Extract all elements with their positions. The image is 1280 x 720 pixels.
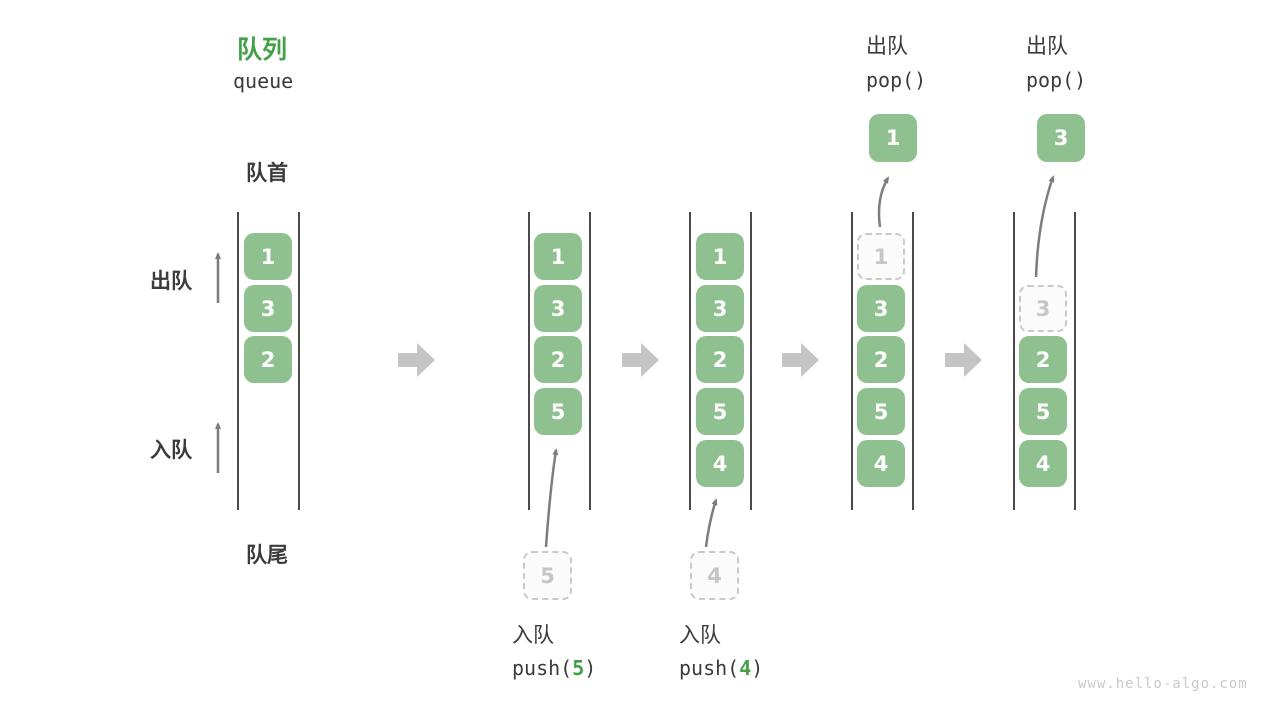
queue-element: 4 [696,440,744,487]
queue-element: 1 [244,233,292,280]
queue-element: 5 [857,388,905,435]
queue-wall-line [298,212,300,510]
push-arrow-icon [704,498,718,548]
queue-wall-line [237,212,239,510]
transition-right-arrow-icon [622,343,659,377]
queue-element: 2 [244,336,292,383]
code-fn: push( [512,656,573,680]
queue-element: 3 [696,285,744,332]
queue-element: 4 [857,440,905,487]
queue-front-label: 队首 [246,161,288,185]
enqueue-annotation-label: 入队 [512,623,554,647]
enqueue-code: push(5) [512,656,596,680]
popped-element: 3 [1037,114,1085,162]
queue-wall-line [750,212,752,510]
queue-element: 5 [696,388,744,435]
transition-right-arrow-icon [945,343,982,377]
queue-element-removed: 3 [1019,285,1067,332]
dequeue-annotation-label: 出队 [866,34,908,58]
queue-wall-line [589,212,591,510]
queue-wall-line [1074,212,1076,510]
queue-element: 2 [696,336,744,383]
queue-element: 2 [1019,336,1067,383]
enqueue-direction-label: 入队 [150,438,192,462]
enqueue-code: push(4) [679,656,763,680]
staged-element: 4 [690,551,739,600]
diagram-title-en: queue [233,69,294,93]
transition-right-arrow-icon [782,343,819,377]
code-fn: push( [679,656,740,680]
dequeue-code: pop() [866,68,927,92]
transition-right-arrow-icon [398,343,435,377]
dequeue-code: pop() [1026,68,1087,92]
queue-element: 4 [1019,440,1067,487]
queue-element: 2 [534,336,582,383]
queue-element: 3 [534,285,582,332]
queue-rear-label: 队尾 [246,543,288,567]
popped-element: 1 [869,114,917,162]
staged-element: 5 [523,551,572,600]
queue-element: 3 [244,285,292,332]
queue-element: 2 [857,336,905,383]
code-close: ) [584,656,597,680]
queue-wall-line [528,212,530,510]
watermark: www.hello-algo.com [1078,676,1248,692]
pop-arrow-icon [1034,175,1055,278]
queue-element-removed: 1 [857,233,905,280]
queue-element: 1 [696,233,744,280]
queue-element: 5 [534,388,582,435]
push-arrow-icon [544,448,559,548]
dequeue-direction-label: 出队 [150,269,192,293]
code-arg: 4 [739,656,752,680]
queue-element: 1 [534,233,582,280]
code-close: ) [751,656,764,680]
queue-wall-line [1013,212,1015,510]
code-arg: 5 [572,656,585,680]
queue-wall-line [689,212,691,510]
queue-element: 5 [1019,388,1067,435]
queue-wall-line [851,212,853,510]
enqueue-annotation-label: 入队 [679,623,721,647]
diagram-title-zh: 队列 [237,35,288,64]
queue-element: 3 [857,285,905,332]
dequeue-annotation-label: 出队 [1026,34,1068,58]
pop-arrow-icon [877,176,890,228]
queue-wall-line [912,212,914,510]
